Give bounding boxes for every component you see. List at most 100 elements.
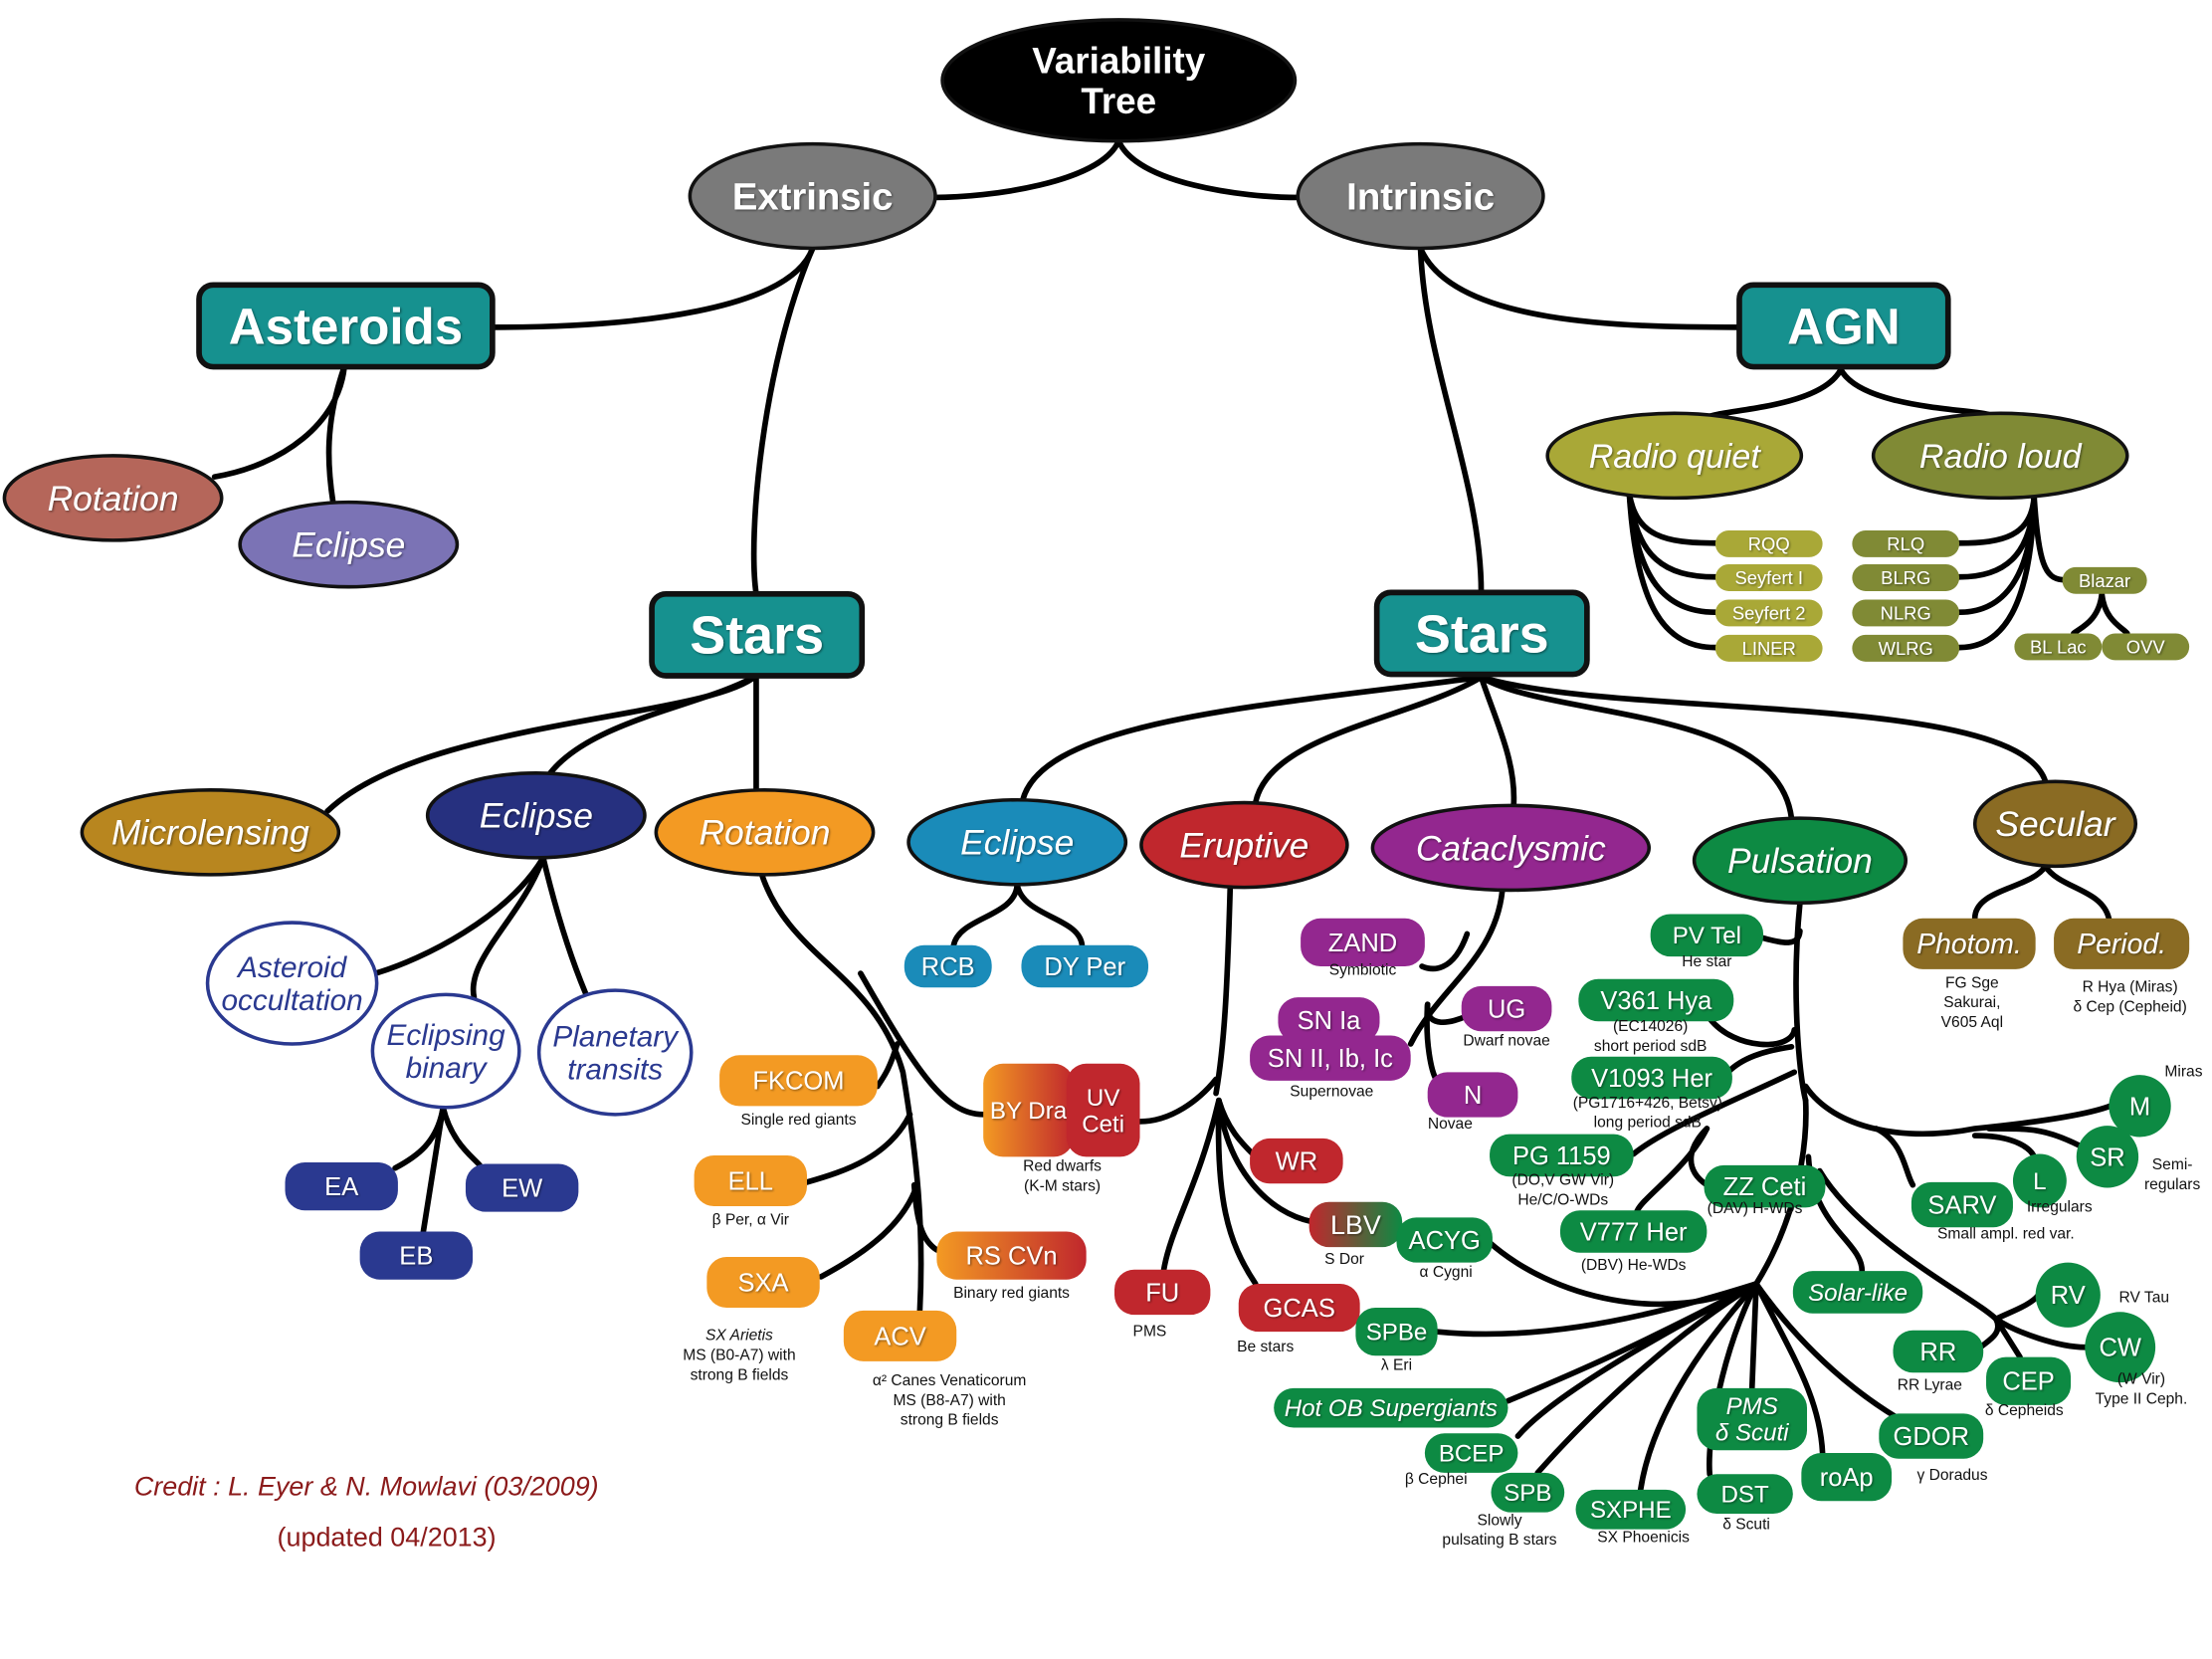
tree-edge: [1478, 674, 2049, 785]
node-int-eclipse[interactable]: Eclipse: [906, 797, 1128, 887]
node-zzceti[interactable]: ZZ Ceti(DAV) H-WDs: [1704, 1164, 1826, 1217]
node-period[interactable]: Period.R Hya (Miras)δ Cep (Cepheid): [2054, 918, 2190, 1016]
node-pg1159[interactable]: PG 1159(DO,V GW Vir)He/C/O-WDs: [1490, 1134, 1634, 1209]
node-bllac[interactable]: BL Lac: [2014, 633, 2103, 661]
node-intrinsic[interactable]: Intrinsic: [1296, 141, 1545, 251]
node-stars-ext[interactable]: Stars: [649, 590, 866, 679]
node-microlensing[interactable]: Microlensing: [80, 788, 341, 877]
node-shape: [1066, 1063, 1140, 1157]
node-label: BL Lac: [2030, 636, 2087, 657]
node-snia[interactable]: SN Ia: [1278, 997, 1380, 1043]
node-ew[interactable]: EW: [465, 1163, 579, 1212]
credit-updated: (updated 04/2013): [278, 1523, 497, 1553]
node-shape: [1692, 816, 1909, 905]
node-liner[interactable]: LINER: [1714, 634, 1823, 662]
node-shape: [1714, 529, 1823, 557]
tree-edge: [1986, 1126, 2083, 1148]
tree-edge: [1838, 366, 1992, 418]
tree-edge: [1434, 1281, 1759, 1338]
node-blazar[interactable]: Blazar: [2062, 566, 2147, 594]
node-ext-eclipse[interactable]: Eclipse: [425, 771, 647, 860]
node-ext-rotation[interactable]: Rotation: [654, 788, 876, 877]
node-agn[interactable]: AGN: [1736, 282, 1951, 370]
credit-line: Credit : L. Eyer & N. Mowlavi (03/2009): [134, 1472, 599, 1502]
node-wr[interactable]: WR: [1250, 1138, 1343, 1184]
node-pulsation[interactable]: Pulsation: [1692, 816, 1909, 905]
node-v777her[interactable]: V777 Her(DBV) He-WDs: [1559, 1210, 1708, 1274]
tree-edge: [1534, 1281, 1759, 1476]
node-roap[interactable]: roAp: [1801, 1453, 1893, 1502]
node-asteroids[interactable]: Asteroids: [196, 282, 496, 370]
node-radio-quiet[interactable]: Radio quiet: [1545, 411, 1804, 501]
node-cw[interactable]: CW(W Vir)Type II Ceph.: [2085, 1312, 2187, 1407]
node-radio-loud[interactable]: Radio loud: [1871, 411, 2129, 501]
node-extrinsic[interactable]: Extrinsic: [688, 141, 937, 251]
node-solarlike[interactable]: Solar-like: [1792, 1271, 1923, 1314]
node-sublabel: Sakurai,: [1943, 994, 2000, 1011]
node-seyfert2[interactable]: Seyfert 2: [1714, 599, 1823, 627]
node-cataclysmic[interactable]: Cataclysmic: [1370, 803, 1652, 893]
node-secular[interactable]: Secular: [1972, 779, 2138, 869]
node-nlrg[interactable]: NLRG: [1852, 599, 1960, 627]
node-label: FU: [1145, 1279, 1179, 1307]
node-seyfert1[interactable]: Seyfert I: [1714, 564, 1823, 591]
tree-edge: [1993, 1316, 2089, 1350]
node-eb[interactable]: EB: [359, 1231, 474, 1280]
node-ovv[interactable]: OVV: [2102, 633, 2190, 661]
node-rqq[interactable]: RQQ: [1714, 529, 1823, 557]
node-dyper[interactable]: DY Per: [1021, 944, 1149, 988]
node-wlrg[interactable]: WLRG: [1852, 634, 1960, 662]
node-stars-int[interactable]: Stars: [1373, 589, 1590, 678]
node-rlq[interactable]: RLQ: [1852, 529, 1960, 557]
node-ast-eclipse[interactable]: Eclipse: [238, 500, 460, 589]
node-sublabel: short period sdB: [1594, 1038, 1707, 1055]
node-rcb[interactable]: RCB: [904, 944, 992, 988]
node-ast-rotation[interactable]: Rotation: [2, 454, 224, 542]
tree-edge: [1136, 1076, 1219, 1125]
node-blrg[interactable]: BLRG: [1852, 564, 1960, 591]
node-v1093her[interactable]: V1093 Her(PG1716+426, Betsy)long period …: [1571, 1056, 1732, 1132]
node-eruptive[interactable]: Eruptive: [1139, 800, 1349, 890]
node-hotob[interactable]: Hot OB Supergiants: [1274, 1387, 1508, 1428]
node-v361hya[interactable]: V361 Hya(EC14026)short period sdB: [1578, 978, 1734, 1055]
node-shape: [370, 992, 521, 1110]
tree-edge: [1753, 1281, 1901, 1421]
node-shape: [1238, 1283, 1360, 1333]
node-ea[interactable]: EA: [285, 1162, 398, 1211]
